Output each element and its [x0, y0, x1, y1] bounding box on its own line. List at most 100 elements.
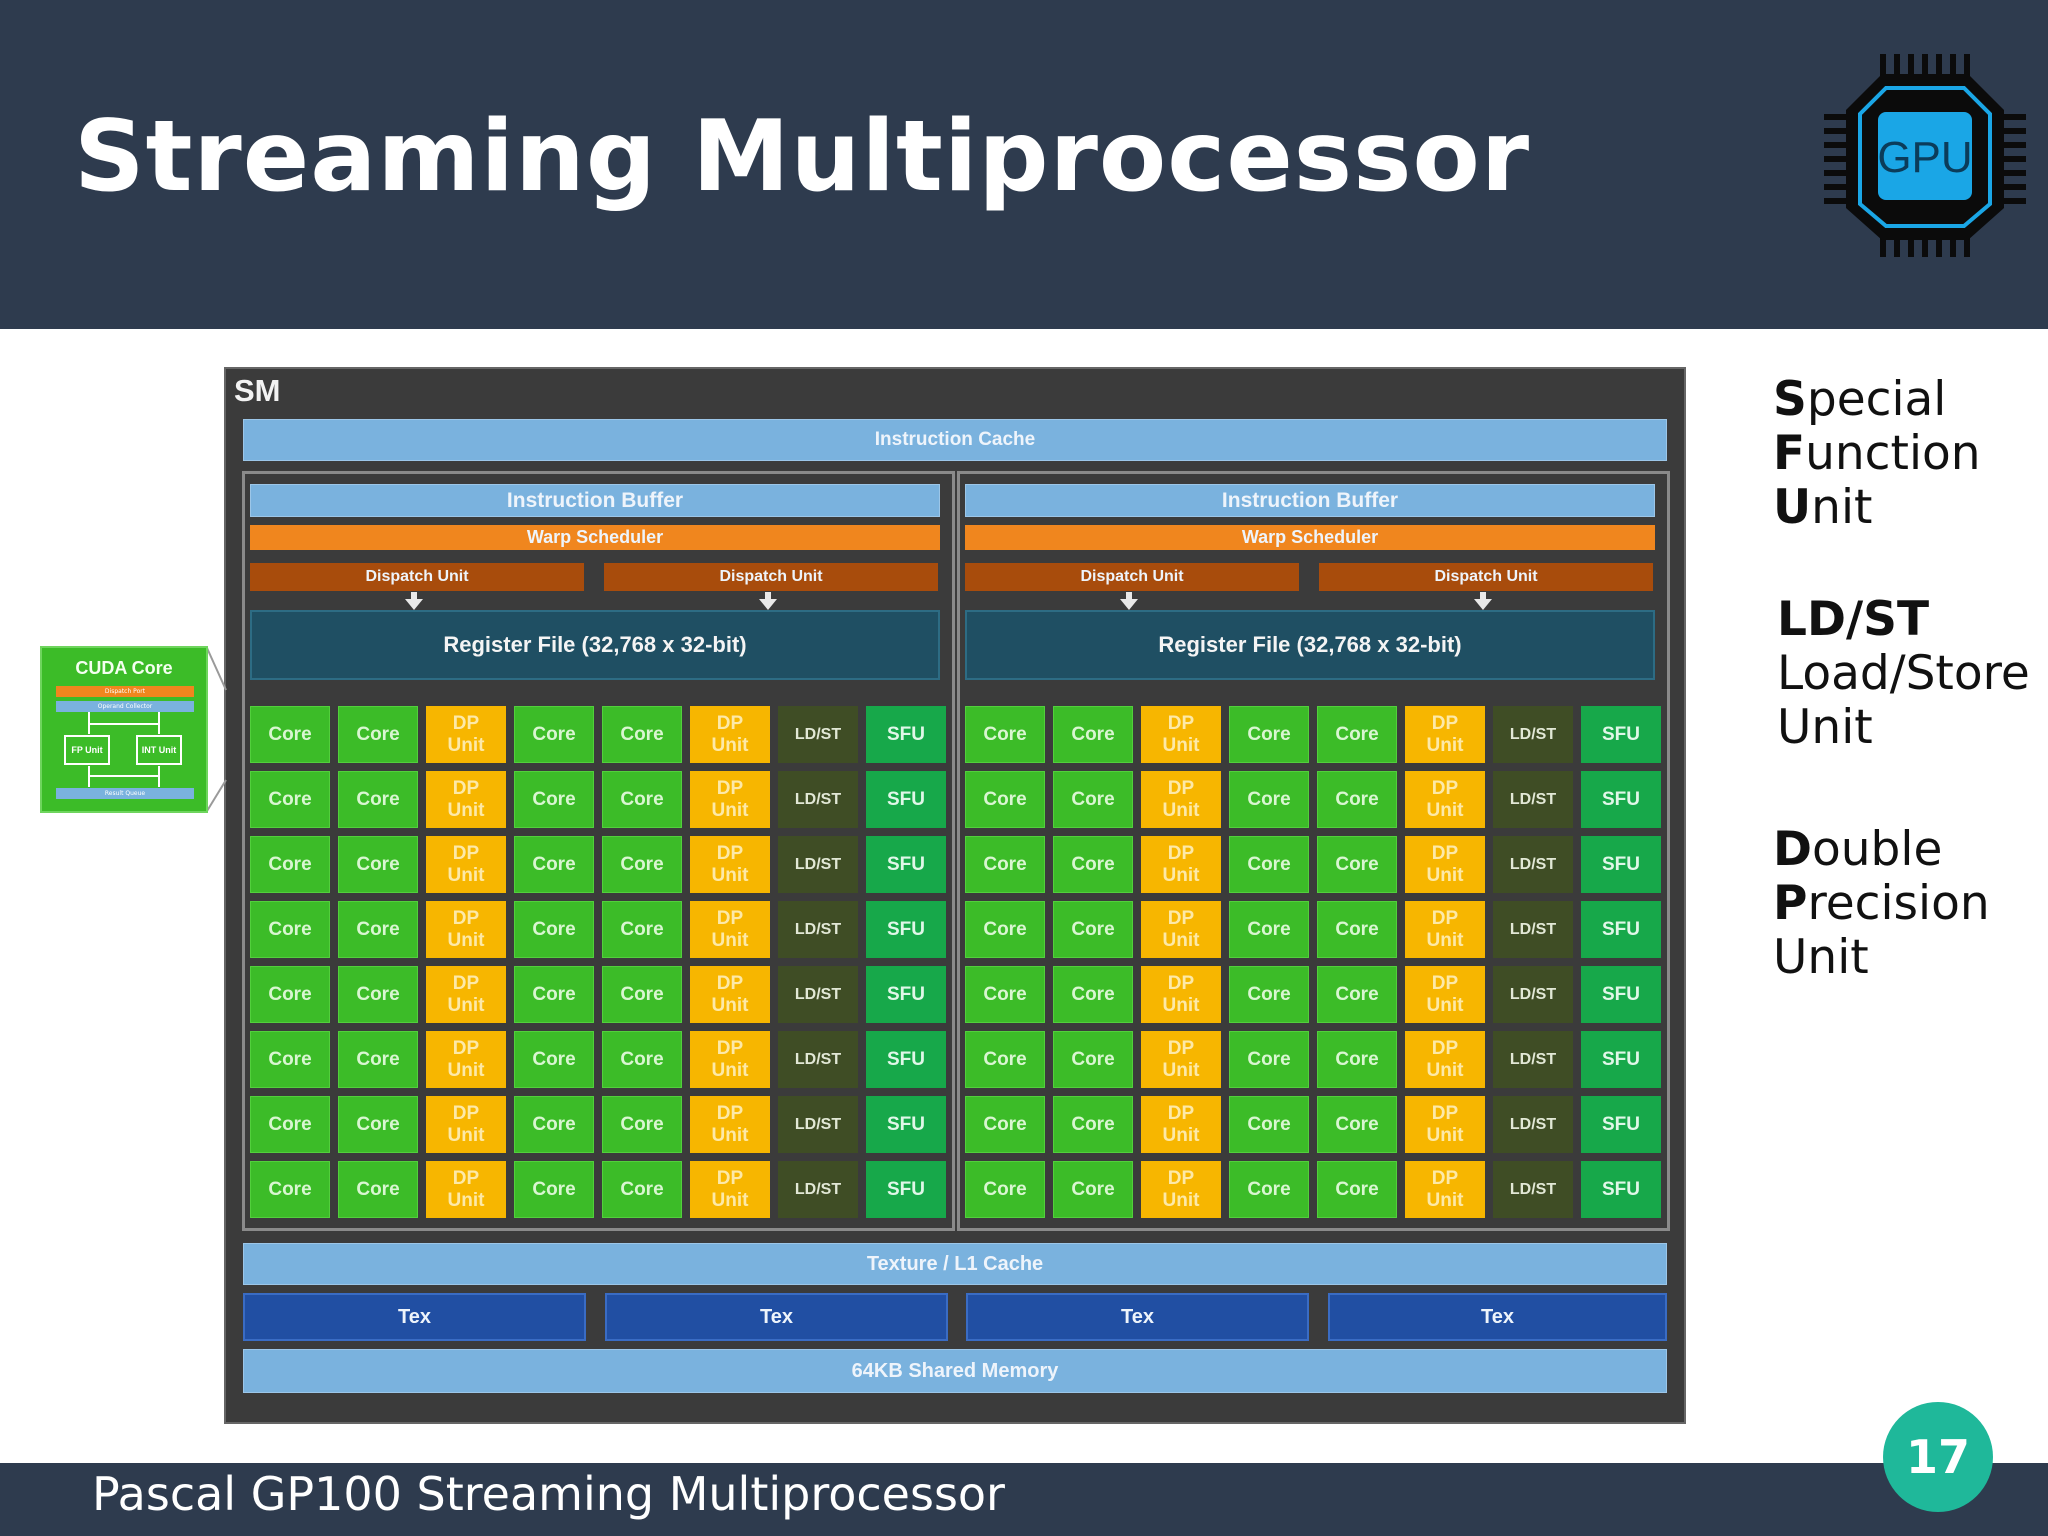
core-cell: Core [338, 836, 418, 893]
core-cell: Core [602, 836, 682, 893]
core-cell: Core [1317, 966, 1397, 1023]
dispatch-arrow [1126, 592, 1132, 599]
core-cell: Core [965, 901, 1045, 958]
core-cell: Core [602, 966, 682, 1023]
core-cell: Core [250, 706, 330, 763]
core-cell: Core [250, 1161, 330, 1218]
footer-caption: Pascal GP100 Streaming Multiprocessor [92, 1467, 1005, 1521]
core-cell: Core [1053, 1161, 1133, 1218]
sfu-cell: SFU [866, 901, 946, 958]
core-cell: Core [1053, 901, 1133, 958]
tex-unit: Tex [966, 1293, 1309, 1341]
dispatch-arrow [765, 592, 771, 599]
core-cell: Core [250, 1031, 330, 1088]
legend-line: LD/ST [1777, 592, 1930, 647]
core-cell: Core [1229, 1161, 1309, 1218]
core-cell: Core [338, 966, 418, 1023]
core-cell: Core [338, 901, 418, 958]
core-cell: Core [1053, 771, 1133, 828]
ldst-cell: LD/ST [1493, 771, 1573, 828]
ldst-cell: LD/ST [778, 1096, 858, 1153]
core-cell: Core [1317, 1161, 1397, 1218]
core-cell: Core [514, 901, 594, 958]
core-cell: Core [1229, 1031, 1309, 1088]
warp-scheduler: Warp Scheduler [250, 525, 940, 550]
core-cell: Core [1317, 836, 1397, 893]
dispatch-unit: Dispatch Unit [965, 563, 1299, 591]
ldst-cell: LD/ST [778, 901, 858, 958]
sfu-cell: SFU [1581, 901, 1661, 958]
core-cell: Core [1229, 966, 1309, 1023]
core-cell: Core [1053, 706, 1133, 763]
dispatch-arrow [1474, 599, 1492, 610]
cuda-core-title: CUDA Core [75, 658, 173, 678]
core-cell: Core [1229, 901, 1309, 958]
legend-dp: Double Precision Unit [1773, 823, 1990, 985]
sfu-cell: SFU [1581, 1096, 1661, 1153]
core-cell: Core [1317, 1031, 1397, 1088]
sfu-cell: SFU [866, 706, 946, 763]
core-cell: Core [514, 1161, 594, 1218]
legend-line: Special [1773, 372, 1947, 427]
sfu-cell: SFU [866, 966, 946, 1023]
core-cell: Core [514, 1096, 594, 1153]
dispatch-arrow [1120, 599, 1138, 610]
core-cell: Core [1229, 836, 1309, 893]
texture-l1-cache: Texture / L1 Cache [243, 1243, 1667, 1285]
core-cell: Core [965, 1096, 1045, 1153]
ldst-cell: LD/ST [1493, 901, 1573, 958]
core-cell: Core [1229, 706, 1309, 763]
legend-line: Unit [1777, 700, 1873, 755]
dispatch-unit: Dispatch Unit [604, 563, 938, 591]
page-number-badge: 17 [1883, 1402, 1993, 1512]
dispatch-arrow [405, 599, 423, 610]
ldst-cell: LD/ST [778, 836, 858, 893]
core-cell: Core [1053, 966, 1133, 1023]
core-cell: Core [1317, 1096, 1397, 1153]
sfu-cell: SFU [1581, 771, 1661, 828]
core-cell: Core [338, 706, 418, 763]
core-cell: Core [1053, 836, 1133, 893]
instruction-cache: Instruction Cache [243, 419, 1667, 461]
register-file: Register File (32,768 x 32-bit) [965, 610, 1655, 680]
cuda-core-arrows [88, 712, 160, 787]
core-cell: Core [602, 901, 682, 958]
core-cell: Core [965, 966, 1045, 1023]
ldst-cell: LD/ST [778, 966, 858, 1023]
core-cell: Core [514, 771, 594, 828]
legend-line: Precision [1773, 876, 1990, 931]
tex-unit: Tex [243, 1293, 586, 1341]
core-cell: Core [602, 1031, 682, 1088]
instruction-buffer: Instruction Buffer [250, 484, 940, 517]
warp-scheduler: Warp Scheduler [965, 525, 1655, 550]
core-cell: Core [250, 901, 330, 958]
core-cell: Core [250, 966, 330, 1023]
sfu-cell: SFU [866, 1161, 946, 1218]
legend-line: Load/Store [1777, 646, 2030, 701]
legend-line: Unit [1773, 480, 1873, 535]
ldst-cell: LD/ST [1493, 966, 1573, 1023]
core-cell: Core [1053, 1096, 1133, 1153]
core-cell: Core [514, 706, 594, 763]
sfu-cell: SFU [1581, 1161, 1661, 1218]
sfu-cell: SFU [1581, 966, 1661, 1023]
ldst-cell: LD/ST [1493, 836, 1573, 893]
legend-ldst: LD/ST Load/Store Unit [1777, 593, 2030, 755]
dispatch-arrow [1480, 592, 1486, 599]
operand-collector: Operand Collector [56, 701, 194, 712]
legend-line: Unit [1773, 930, 1869, 985]
